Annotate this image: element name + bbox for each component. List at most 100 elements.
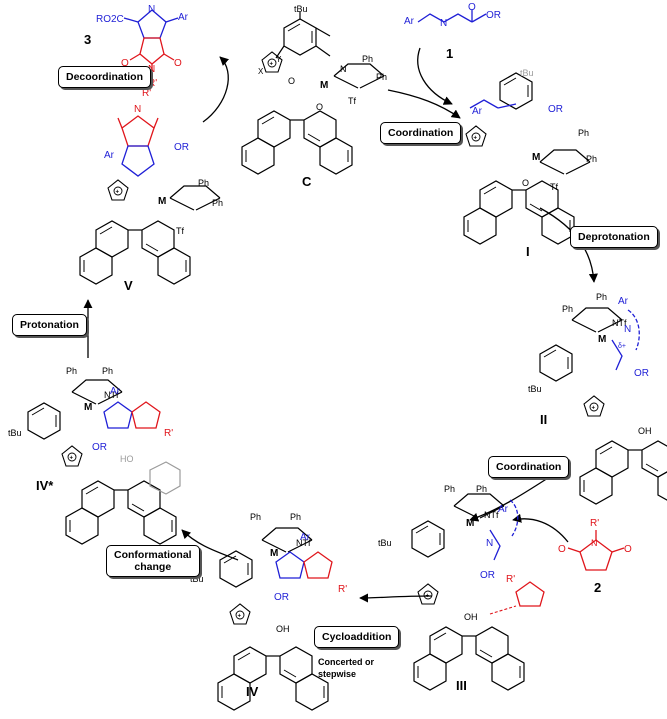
step-protonation: Protonation <box>12 314 87 336</box>
step-coordination-2: Coordination <box>488 456 570 478</box>
imine-1-or: OR <box>486 10 501 21</box>
product-3-o1: O <box>121 58 129 69</box>
imine-1-ar: Ar <box>404 16 415 27</box>
step-coordination-1: Coordination <box>380 122 462 144</box>
intermediate-V-or: OR <box>174 142 189 153</box>
product-3-nh: N <box>148 4 155 15</box>
mechanism-note: Concerted or stepwise <box>318 656 374 680</box>
product-3-structure <box>123 9 179 74</box>
mechanism-note-line1: Concerted or <box>318 657 375 667</box>
intermediate-III-ph1: Ph <box>444 484 455 494</box>
intermediate-II-ph2: Ph <box>596 292 607 302</box>
intermediate-III-oh: OH <box>464 612 478 622</box>
label-intermediate-II: II <box>540 412 547 427</box>
intermediate-IV-ar: Ar <box>300 532 311 543</box>
arrow-coordination-2 <box>469 477 549 522</box>
intermediate-II-ar: Ar <box>618 296 629 307</box>
intermediate-II-structure <box>539 307 667 505</box>
intermediate-IV-oh: OH <box>276 624 290 634</box>
label-intermediate-III: III <box>456 678 467 693</box>
step-conformational-change: Conformational change <box>106 545 200 577</box>
intermediate-IVstar-ph2: Ph <box>102 366 113 376</box>
intermediate-I-tbu: tBu <box>520 68 534 78</box>
catalyst-c-structure <box>241 12 385 175</box>
intermediate-II-ph1: Ph <box>562 304 573 314</box>
mechanism-note-line2: stepwise <box>318 669 357 679</box>
intermediate-II-n: N <box>624 324 631 335</box>
intermediate-IVstar-ntf: NTf <box>104 390 119 400</box>
intermediate-III-tbu: tBu <box>378 538 392 548</box>
intermediate-V-structure <box>79 115 221 285</box>
catalyst-c-x: X <box>258 67 264 76</box>
intermediate-V-ar: Ar <box>104 150 115 161</box>
intermediate-IV-structure <box>217 527 333 711</box>
intermediate-III-ntf: NTf <box>484 510 499 520</box>
arrow-cycloaddition <box>359 593 433 603</box>
arrow-decoordination <box>202 56 230 123</box>
imine-1-n: N <box>440 18 447 29</box>
intermediate-II-m: M <box>598 334 606 345</box>
intermediate-V-tf: Tf <box>176 226 184 236</box>
intermediate-IVstar-r: R' <box>164 428 173 439</box>
catalyst-c-tbu: tBu <box>294 4 308 14</box>
step-conformational-line2: change <box>134 561 172 573</box>
label-product-3: 3 <box>84 32 91 47</box>
label-intermediate-IV-star: IV* <box>36 478 54 493</box>
intermediate-IVstar-ar: Ar <box>110 386 121 397</box>
intermediate-IV-r: R' <box>338 584 347 595</box>
intermediate-II-oh: OH <box>638 426 652 436</box>
maleimide-2-r: R' <box>590 518 599 529</box>
intermediate-V-r: R' <box>142 88 151 99</box>
catalyst-c-tf: Tf <box>348 96 356 106</box>
step-cycloaddition: Cycloaddition <box>314 626 400 648</box>
product-3-o2: O <box>174 58 182 69</box>
intermediate-II-ntf: NTf <box>612 318 627 328</box>
intermediate-I-m: M <box>532 152 540 163</box>
intermediate-IV-or: OR <box>274 592 289 603</box>
label-intermediate-V: V <box>124 278 133 293</box>
intermediate-I-structure <box>463 72 591 245</box>
arrow-imine-in <box>417 47 453 105</box>
intermediate-I-or: OR <box>548 104 563 115</box>
intermediate-III-ar: Ar <box>498 504 509 515</box>
intermediate-IV-m: M <box>270 548 278 559</box>
imine-1-structure <box>417 10 487 23</box>
intermediate-IVstar-ho: HO <box>120 454 134 464</box>
catalyst-c-o2: O <box>316 102 323 112</box>
intermediate-III-m: M <box>466 518 474 529</box>
maleimide-2-n: N <box>591 538 598 548</box>
label-intermediate-IV: IV <box>246 684 259 699</box>
catalyst-c-ph1: Ph <box>362 54 373 64</box>
intermediate-I-ph2: Ph <box>586 154 597 164</box>
product-3-r: R' <box>148 78 157 89</box>
intermediate-I-ph1: Ph <box>578 128 589 138</box>
imine-1-o: O <box>468 2 476 13</box>
intermediate-II-tbu: tBu <box>528 384 542 394</box>
intermediate-IVstar-m: M <box>84 402 92 413</box>
catalyst-c-o1: O <box>288 76 295 86</box>
intermediate-III-n: N <box>486 538 493 549</box>
intermediate-IVstar-or: OR <box>92 442 107 453</box>
maleimide-2-o1: O <box>558 544 566 555</box>
intermediate-III-ph2: Ph <box>476 484 487 494</box>
arrow-maleimide-in <box>512 513 569 543</box>
intermediate-IV-ph2: Ph <box>290 512 301 522</box>
intermediate-I-tf: Tf <box>550 182 558 192</box>
intermediate-V-m: M <box>158 196 166 207</box>
catalyst-c-n: N <box>340 64 347 74</box>
catalyst-c-ph2: Ph <box>376 72 387 82</box>
label-imine-1: 1 <box>446 46 453 61</box>
intermediate-IV-ph1: Ph <box>250 512 261 522</box>
step-conformational-line1: Conformational <box>114 549 192 561</box>
intermediate-V-ph1: Ph <box>198 178 209 188</box>
step-deprotonation: Deprotonation <box>570 226 658 248</box>
intermediate-III-r: R' <box>506 574 515 585</box>
product-3-n: N <box>148 64 155 75</box>
intermediate-III-or: OR <box>480 570 495 581</box>
intermediate-I-o: O <box>522 178 529 188</box>
intermediate-I-ar: Ar <box>472 106 483 117</box>
label-catalyst-c: C <box>302 174 312 189</box>
catalyst-c-y: Y <box>276 55 282 64</box>
label-intermediate-I: I <box>526 244 530 259</box>
label-maleimide-2: 2 <box>594 580 601 595</box>
